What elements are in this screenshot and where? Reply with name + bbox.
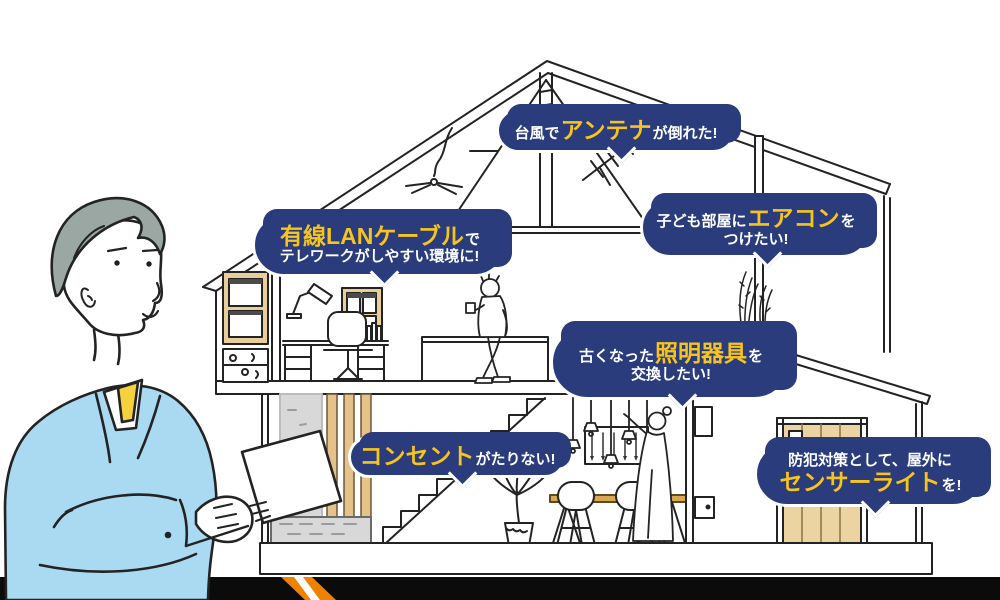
office-chair (323, 311, 373, 381)
worker-features (106, 246, 161, 318)
speech-bubble-lighting: 古くなった照明器具を 交換したい! (550, 321, 797, 411)
worker-hand (194, 495, 254, 544)
bubble-text-line: 有線LANケーブルで (279, 222, 480, 250)
desk (282, 340, 389, 382)
bubble-text-line: つけたい! (723, 230, 789, 249)
bubble-keyword: 照明器具 (655, 340, 747, 367)
bubble-text-line: コンセントがたりない! (359, 443, 556, 470)
pen-icon (184, 524, 250, 548)
bubble-text-segment: で (464, 230, 480, 248)
worker-tie (116, 380, 140, 424)
person-at-counter (465, 272, 511, 384)
bubble-text-line: 台風でアンテナが倒れた! (514, 116, 718, 144)
bubble-text-line: 子ども部屋にエアコンを (656, 205, 856, 232)
bottom-bar (0, 577, 1000, 600)
speech-bubble-sensor-light: 防犯対策として、屋外に センサーライトを! (754, 437, 991, 518)
gable-window (215, 271, 269, 382)
hall-wall-cabinets (685, 393, 715, 544)
clipboard (240, 429, 343, 525)
bubble-keyword: センサーライト (779, 468, 941, 495)
desk-lamp-icon (286, 283, 333, 319)
bubble-text-segment: 防犯対策として、屋外に (788, 451, 952, 469)
bubble-text-line: 古くなった照明器具を (578, 340, 764, 367)
ceiling-fan-icon (405, 127, 463, 195)
bubble-text-segment: 交換したい! (631, 365, 711, 383)
speech-bubble-outlet: コンセントがたりない! (348, 432, 571, 489)
bubble-text-segment: 子ども部屋に (656, 213, 747, 231)
ground-slab (259, 542, 933, 575)
worker-ear (80, 287, 96, 308)
bubble-keyword: エアコン (747, 205, 840, 232)
bubble-keyword: アンテナ (560, 116, 652, 143)
worker-illustration (3, 196, 343, 600)
bubble-text-segment: を (748, 348, 764, 366)
right-eave-wall (883, 195, 891, 353)
bubble-text-line: 防犯対策として、屋外に (788, 451, 952, 470)
speech-bubble-lan-cable: 有線LANケーブルで テレワークがしやすい環境に! (252, 209, 512, 288)
bubble-text-segment: を! (941, 476, 962, 494)
bubble-text-line: テレワークがしやすい環境に! (280, 249, 480, 266)
pendant-lights-icon (565, 393, 655, 475)
bubble-text-line: センサーライトを! (779, 468, 962, 496)
pampas-grass (738, 271, 773, 336)
speech-bubble-antenna: 台風でアンテナが倒れた! (496, 104, 741, 164)
bubble-text-segment: がたりない! (475, 451, 556, 469)
dish-cabinet (222, 348, 269, 383)
bubble-text-segment: つけたい! (723, 230, 789, 248)
bubble-text-line: 交換したい! (631, 365, 711, 384)
bubble-text-segment: テレワークがしやすい環境に! (279, 248, 480, 266)
bubble-text-segment: 古くなった (578, 348, 654, 366)
worker-hair (50, 196, 166, 298)
bubble-text-segment: を (840, 213, 856, 231)
bubble-keyword: コンセント (359, 443, 475, 470)
speech-bubble-aircon: 子ども部屋にエアコンを つけたい! (640, 193, 877, 269)
woman-figure (623, 406, 674, 547)
bubble-text-segment: が倒れた! (652, 124, 718, 142)
bubble-text-segment: 台風で (514, 124, 560, 142)
potted-palm-icon (487, 460, 547, 547)
bubble-keyword: 有線LANケーブル (280, 222, 464, 249)
